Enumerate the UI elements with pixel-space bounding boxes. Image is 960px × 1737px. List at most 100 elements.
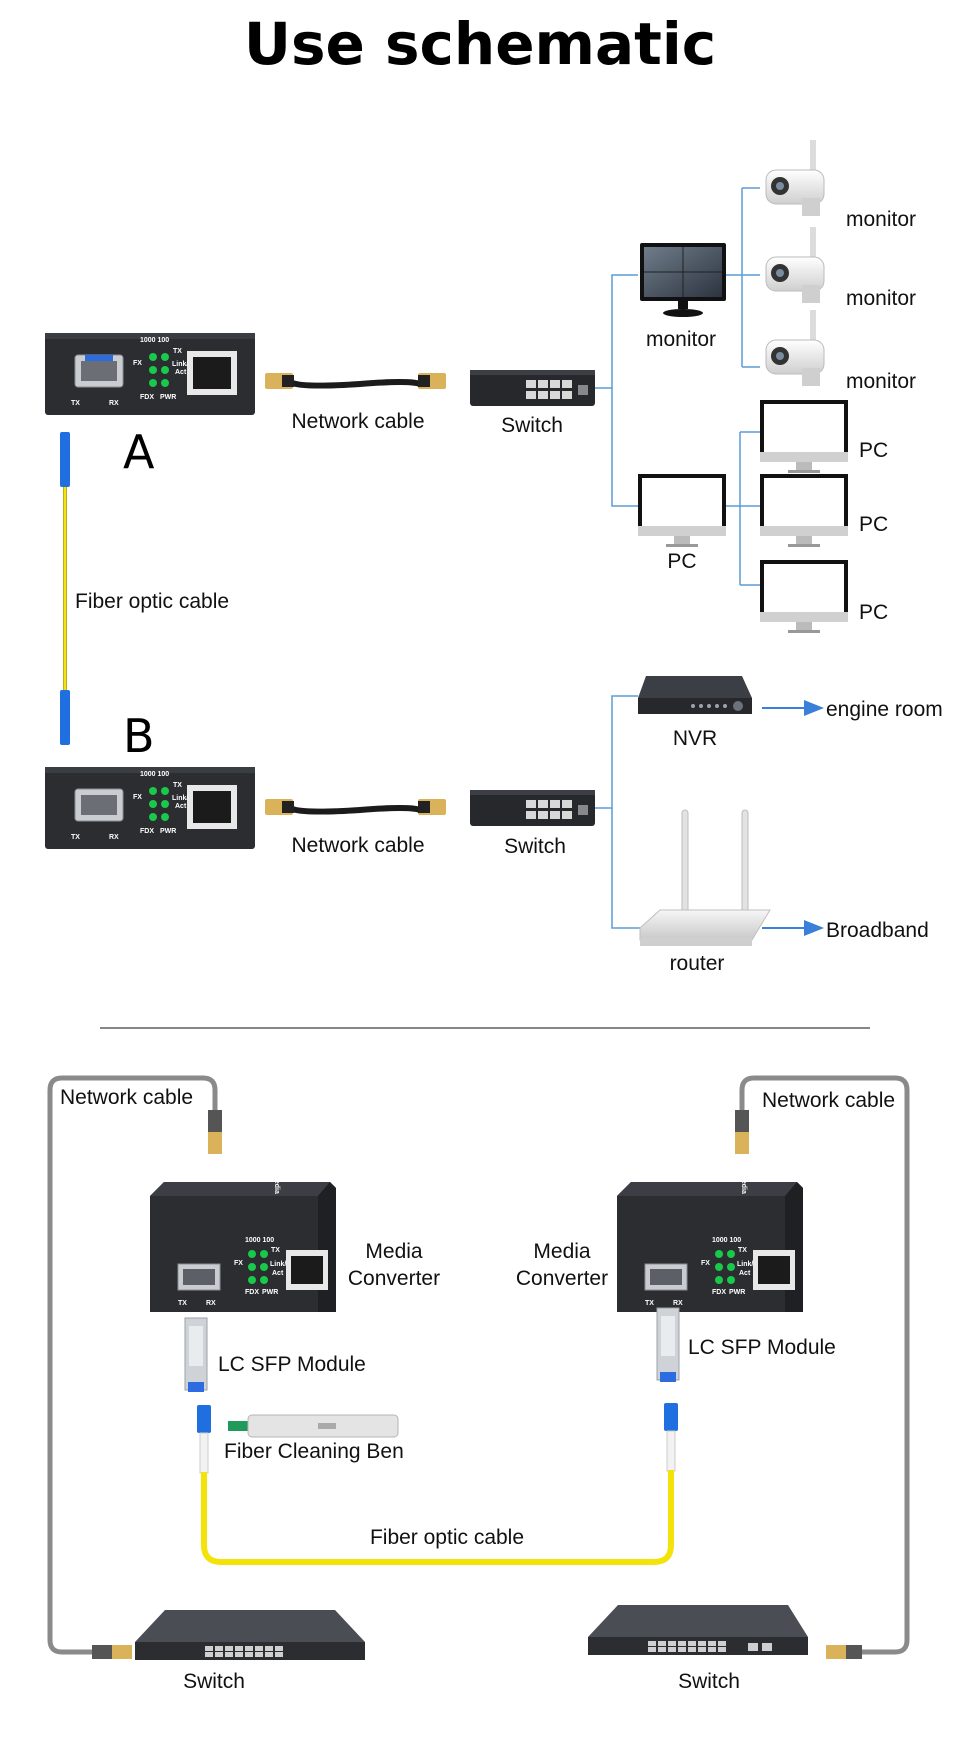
pc-2 — [760, 474, 848, 547]
link-led-label: Link/ — [172, 795, 188, 802]
lc-connector-right — [664, 1403, 678, 1472]
nvr-target-label: engine room — [826, 698, 943, 721]
router-target-label: Broadband — [826, 919, 929, 942]
camera-2 — [765, 227, 825, 303]
fdx-led-label: FDX — [712, 1289, 726, 1296]
media-converter-a: 1000 100 TX FX Link/ Act FDX PWR TX RX — [45, 333, 255, 415]
speed-label: 1000 100 — [712, 1237, 741, 1244]
fx-led-label: FX — [701, 1260, 710, 1267]
port-tx-label: TX — [645, 1300, 654, 1307]
fx-led-label: FX — [133, 794, 142, 801]
media-converter-left: Media Converter 1000 100 TX FX Link/ Act… — [150, 1174, 336, 1312]
tx-led-label: TX — [738, 1247, 747, 1254]
port-tx-label: TX — [178, 1300, 187, 1307]
pc-3-label: PC — [859, 601, 888, 624]
speed-label: 1000 100 — [140, 337, 169, 344]
site-b-letter: B — [123, 709, 155, 763]
rj45-plug-right-bottom — [826, 1645, 862, 1659]
fdx-led-label: FDX — [140, 828, 154, 835]
left-converter-label-line2: Converter — [348, 1267, 440, 1290]
camera-2-label: monitor — [846, 287, 916, 310]
camera-1 — [765, 140, 825, 216]
pwr-led-label: PWR — [729, 1289, 745, 1296]
right-network-cable-label: Network cable — [762, 1089, 895, 1112]
router-device — [639, 809, 771, 946]
pwr-led-label: PWR — [160, 394, 176, 401]
pwr-led-label: PWR — [262, 1289, 278, 1296]
camera-3-label: monitor — [846, 370, 916, 393]
rj45-plug-left-bottom — [92, 1645, 132, 1659]
pc-2-label: PC — [859, 513, 888, 536]
act-led-label: Act — [175, 369, 187, 376]
fdx-led-label: FDX — [140, 394, 154, 401]
left-converter-label-line1: Media — [365, 1240, 423, 1263]
router-label: router — [670, 952, 725, 975]
port-tx-label: TX — [71, 400, 80, 407]
right-converter-label-line1: Media — [533, 1240, 591, 1263]
monitor-display — [640, 243, 726, 317]
lc-connector-left — [197, 1405, 211, 1474]
tx-led-label: TX — [173, 348, 182, 355]
switch-b — [470, 790, 595, 826]
site-a-letter: A — [123, 425, 155, 479]
fiber-cleaner-label: Fiber Cleaning Ben — [224, 1440, 404, 1463]
camera-3 — [765, 310, 825, 386]
right-converter-label-line2: Converter — [516, 1267, 608, 1290]
camera-1-label: monitor — [846, 208, 916, 231]
status-leds — [248, 1250, 268, 1284]
network-cable-b — [265, 799, 446, 815]
tx-led-label: TX — [173, 782, 182, 789]
status-leds — [149, 353, 169, 387]
sfp-module-left — [184, 1317, 208, 1392]
media-converter-right: Media Converter 1000 100 TX FX Link/ Act… — [617, 1174, 803, 1312]
link-led-label: Link/ — [270, 1261, 286, 1268]
fx-led-label: FX — [133, 360, 142, 367]
network-cable-a — [265, 373, 446, 389]
fiber-optic-cable-bottom — [201, 1470, 674, 1565]
fdx-led-label: FDX — [245, 1289, 259, 1296]
link-led-label: Link/ — [737, 1261, 753, 1268]
act-led-label: Act — [175, 803, 187, 810]
fiber-link-a-b — [60, 432, 70, 745]
monitor-label: monitor — [646, 328, 716, 351]
media-converter-b: 1000 100 TX FX Link/ Act FDX PWR TX RX — [45, 767, 255, 849]
fiber-link-label: Fiber optic cable — [75, 590, 229, 613]
pc-hub-label: PC — [667, 550, 696, 573]
switch-a-links — [595, 187, 760, 586]
status-leds — [149, 787, 169, 821]
switch-a — [470, 370, 595, 406]
left-network-cable-label: Network cable — [60, 1086, 193, 1109]
switch-a-label: Switch — [501, 414, 563, 437]
pc-3 — [760, 560, 848, 633]
status-leds — [715, 1250, 735, 1284]
switch-b-label: Switch — [504, 835, 566, 858]
port-rx-label: RX — [109, 834, 119, 841]
right-switch-label: Switch — [678, 1670, 740, 1693]
nvr-device — [638, 676, 752, 714]
port-rx-label: RX — [673, 1300, 683, 1307]
sfp-module-right — [656, 1307, 680, 1382]
rack-switch-left — [135, 1610, 365, 1660]
act-led-label: Act — [272, 1270, 284, 1277]
pc-1-label: PC — [859, 439, 888, 462]
rj45-plug-left-top — [208, 1110, 222, 1154]
left-switch-label: Switch — [183, 1670, 245, 1693]
link-led-label: Link/ — [172, 361, 188, 368]
network-cable-a-label: Network cable — [291, 410, 424, 433]
rj45-plug-right-top — [735, 1110, 749, 1154]
fx-led-label: FX — [234, 1260, 243, 1267]
network-cable-b-label: Network cable — [291, 834, 424, 857]
port-tx-label: TX — [71, 834, 80, 841]
pc-hub — [638, 474, 726, 547]
nvr-label: NVR — [673, 727, 717, 750]
pc-1 — [760, 400, 848, 473]
fiber-cleaning-pen — [228, 1414, 399, 1438]
network-cable-right — [739, 1075, 910, 1655]
speed-label: 1000 100 — [245, 1237, 274, 1244]
page-title: Use schematic — [244, 10, 716, 78]
act-led-label: Act — [739, 1270, 751, 1277]
switch-b-links — [595, 695, 640, 929]
rack-switch-right — [588, 1605, 808, 1655]
bottom-fiber-label: Fiber optic cable — [370, 1526, 524, 1549]
